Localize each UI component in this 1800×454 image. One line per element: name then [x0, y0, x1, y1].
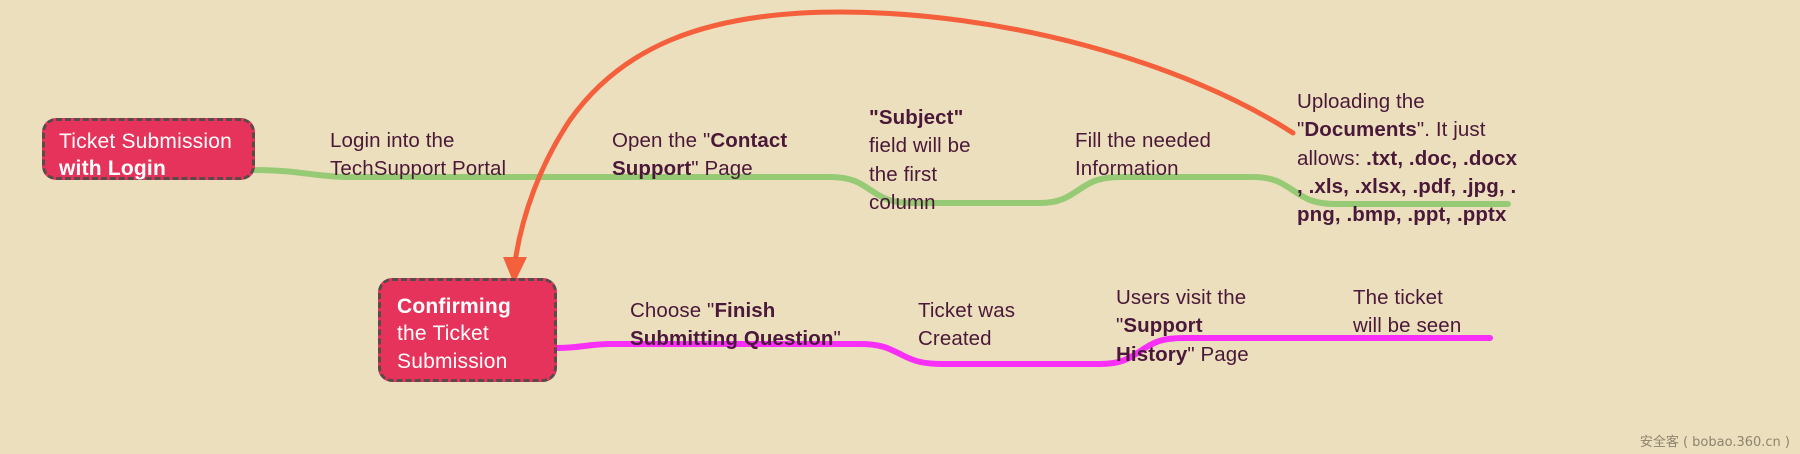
label-line: the first: [869, 162, 938, 186]
label-uploading-documents: Uploading the "Documents". It just allows:…: [1297, 88, 1517, 229]
label-line: Login into the: [330, 129, 455, 152]
label-line: The ticket: [1353, 286, 1443, 309]
label-line: Support" Page: [612, 157, 753, 181]
label-line: "Subject": [869, 106, 964, 129]
label-line: Users visit the: [1116, 286, 1247, 309]
label-line: "Documents". It just: [1297, 118, 1486, 142]
node-line-1: Ticket Submission: [59, 130, 233, 153]
node-line-1: Confirming: [397, 295, 511, 318]
label-line: Uploading the: [1297, 90, 1425, 113]
label-line: Open the "Contact: [612, 129, 788, 152]
node-line-2: with Login: [59, 157, 166, 181]
label-subject-field: "Subject" field will be the first column: [869, 104, 971, 217]
watermark: 安全客 ( bobao.360.cn ): [1639, 435, 1790, 450]
node-confirming-the-ticket-submission[interactable]: Confirming the Ticket Submission: [378, 278, 557, 382]
label-line: Ticket was: [918, 299, 1016, 322]
label-line: , .xls, .xlsx, .pdf, .jpg, .: [1297, 174, 1517, 198]
label-line: Fill the needed: [1075, 129, 1211, 152]
label-line: TechSupport Portal: [330, 157, 507, 181]
node-ticket-submission-with-login[interactable]: Ticket Submission with Login: [42, 118, 255, 180]
node-line-3: Submission: [397, 349, 508, 373]
label-ticket-seen: The ticket will be seen: [1353, 284, 1461, 341]
label-line: History" Page: [1116, 342, 1249, 366]
label-line: allows: .txt, .doc, .docx: [1297, 146, 1518, 170]
label-line: Created: [918, 327, 992, 351]
node-line-2: the Ticket: [397, 322, 489, 346]
label-line: will be seen: [1353, 314, 1462, 338]
label-line: Submitting Question": [630, 327, 841, 351]
label-line: Choose "Finish: [630, 299, 776, 322]
label-line: Information: [1075, 157, 1179, 181]
label-line: column: [869, 190, 936, 214]
label-line: "Support: [1116, 314, 1203, 338]
label-line: png, .bmp, .ppt, .pptx: [1297, 203, 1507, 227]
label-line: field will be: [869, 134, 971, 158]
